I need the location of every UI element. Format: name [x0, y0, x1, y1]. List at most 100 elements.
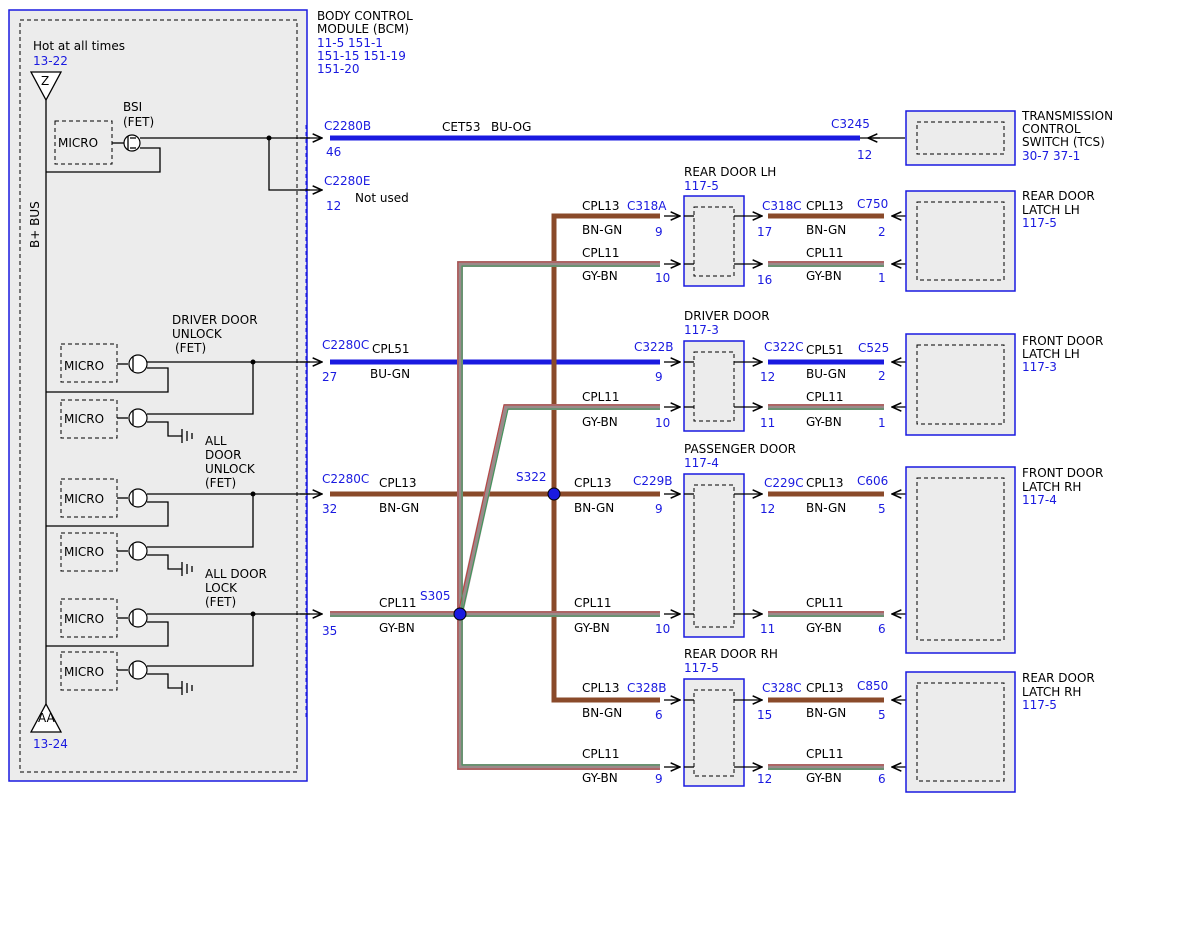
rdl-rh-label-1: REAR DOOR: [1022, 671, 1095, 685]
rdl-lh-ref[interactable]: 117-5: [1022, 216, 1057, 230]
bsi-label: BSI: [123, 100, 142, 114]
conn-c328c[interactable]: C328C: [762, 681, 802, 695]
fuse-z-icon: Z: [29, 71, 63, 102]
conn-c750[interactable]: C750: [857, 197, 888, 211]
conn-c2280e[interactable]: C2280E: [324, 174, 371, 188]
door-passenger-ref[interactable]: 117-4: [684, 456, 719, 470]
component-rear-door-latch-rh[interactable]: [905, 671, 1016, 793]
driver-out-b-color: GY-BN: [806, 415, 842, 429]
component-front-door-latch-rh[interactable]: [905, 466, 1016, 654]
rear-rh-out-b-pin: 12: [757, 772, 772, 786]
door-rear-rh-ref[interactable]: 117-5: [684, 661, 719, 675]
rdl-lh-label-2: LATCH LH: [1022, 203, 1080, 217]
rear-lh-out-b-circuit: CPL11: [806, 246, 844, 260]
rear-rh-in-a-circuit: CPL13: [582, 681, 620, 695]
fet-group-all-lock: MICRO MICRO: [46, 598, 310, 695]
conn-c322c[interactable]: C322C: [764, 340, 804, 354]
tcs-refs[interactable]: 30-7 37-1: [1022, 149, 1080, 163]
conn-c2280c-27[interactable]: C2280C: [322, 338, 369, 352]
all-unlock-label-4: (FET): [205, 476, 236, 490]
component-tcs[interactable]: [905, 110, 1016, 166]
conn-c229c[interactable]: C229C: [764, 476, 804, 490]
door-connector-driver[interactable]: [683, 340, 745, 432]
pin-12-tcs: 12: [857, 148, 872, 162]
passenger-latch-pin-b: 6: [878, 622, 886, 636]
rdl-rh-ref[interactable]: 117-5: [1022, 698, 1057, 712]
conn-c3245[interactable]: C3245: [831, 117, 870, 131]
pin-12-unused: 12: [326, 199, 341, 213]
bcm-refs-1[interactable]: 11-5 151-1: [317, 36, 383, 50]
pin-27: 27: [322, 370, 337, 384]
fdl-rh-ref[interactable]: 117-4: [1022, 493, 1057, 507]
circuit-cpl13: CPL13: [379, 476, 417, 490]
passenger-in-a-pin: 9: [655, 502, 663, 516]
splice-s305-label[interactable]: S305: [420, 589, 451, 603]
conn-c525[interactable]: C525: [858, 341, 889, 355]
all-lock-label-2: LOCK: [205, 581, 238, 595]
passenger-in-a-color: BN-GN: [574, 501, 614, 515]
bcm-title-2: MODULE (BCM): [317, 22, 409, 36]
conn-c229b[interactable]: C229B: [633, 474, 673, 488]
passenger-out-b-color: GY-BN: [806, 621, 842, 635]
rear-rh-out-a-pin: 15: [757, 708, 772, 722]
rear-lh-in-a-pin: 9: [655, 225, 663, 239]
tcs-label-2: CONTROL: [1022, 122, 1081, 136]
bcm-refs-2[interactable]: 151-15 151-19: [317, 49, 406, 63]
rear-rh-in-b-pin: 9: [655, 772, 663, 786]
all-unlock-label-3: UNLOCK: [205, 462, 256, 476]
rear-rh-in-a-pin: 6: [655, 708, 663, 722]
conn-c2280b[interactable]: C2280B: [324, 119, 371, 133]
bcm-refs-3[interactable]: 151-20: [317, 62, 360, 76]
fet-group-driver-unlock: MICRO MICRO: [46, 343, 310, 443]
unused-branch: [268, 138, 310, 191]
rear-rh-in-b-color: GY-BN: [582, 771, 618, 785]
bsi-fet-icon: [46, 134, 310, 173]
conn-c850[interactable]: C850: [857, 679, 888, 693]
splice-s305-icon[interactable]: [453, 607, 467, 621]
driver-out-b-pin: 11: [760, 416, 775, 430]
bottom-ref[interactable]: 13-24: [33, 737, 68, 751]
passenger-latch-pin-a: 5: [878, 502, 886, 516]
door-connector-passenger[interactable]: [683, 473, 745, 638]
passenger-out-b-circuit: CPL11: [806, 596, 844, 610]
conn-c606[interactable]: C606: [857, 474, 888, 488]
passenger-in-b-pin: 10: [655, 622, 670, 636]
passenger-out-b-pin: 11: [760, 622, 775, 636]
hot-at-all-times-label: Hot at all times: [33, 39, 125, 53]
rear-rh-out-b-circuit: CPL11: [806, 747, 844, 761]
color-bn-gn: BN-GN: [379, 501, 419, 515]
pin-32: 32: [322, 502, 337, 516]
rear-rh-out-a-color: BN-GN: [806, 706, 846, 720]
door-rear-lh-ref[interactable]: 117-5: [684, 179, 719, 193]
micro-label: MICRO: [64, 545, 104, 559]
conn-c328b[interactable]: C328B: [627, 681, 667, 695]
wire-cpl11[interactable]: [330, 261, 660, 770]
rear-lh-out-b-color: GY-BN: [806, 269, 842, 283]
splice-s322-label[interactable]: S322: [516, 470, 547, 484]
bsi-fet-label: (FET): [123, 115, 154, 129]
fdl-lh-ref[interactable]: 117-3: [1022, 360, 1057, 374]
splice-s322-icon[interactable]: [547, 487, 561, 501]
door-driver-ref[interactable]: 117-3: [684, 323, 719, 337]
door-passenger-name: PASSENGER DOOR: [684, 442, 796, 456]
conn-c318a[interactable]: C318A: [627, 199, 667, 213]
wire-cpl13[interactable]: [330, 213, 660, 703]
component-front-door-latch-lh[interactable]: [905, 333, 1016, 436]
component-rear-door-latch-lh[interactable]: [905, 190, 1016, 292]
rear-lh-in-b-pin: 10: [655, 271, 670, 285]
conn-c318c[interactable]: C318C: [762, 199, 802, 213]
door-connector-rear-rh[interactable]: [683, 678, 745, 787]
conn-c2280c-32[interactable]: C2280C: [322, 472, 369, 486]
micro-label: MICRO: [64, 492, 104, 506]
micro-label: MICRO: [64, 412, 104, 426]
hot-ref[interactable]: 13-22: [33, 54, 68, 68]
rear-lh-out-a-color: BN-GN: [806, 223, 846, 237]
conn-c322b[interactable]: C322B: [634, 340, 674, 354]
color-bu-og: BU-OG: [491, 120, 531, 134]
rear-lh-in-b-circuit: CPL11: [582, 246, 620, 260]
right-wire-segments[interactable]: [768, 213, 884, 770]
not-used-label: Not used: [355, 191, 409, 205]
door-rear-lh-name: REAR DOOR LH: [684, 165, 776, 179]
door-connector-rear-lh[interactable]: [683, 195, 745, 287]
